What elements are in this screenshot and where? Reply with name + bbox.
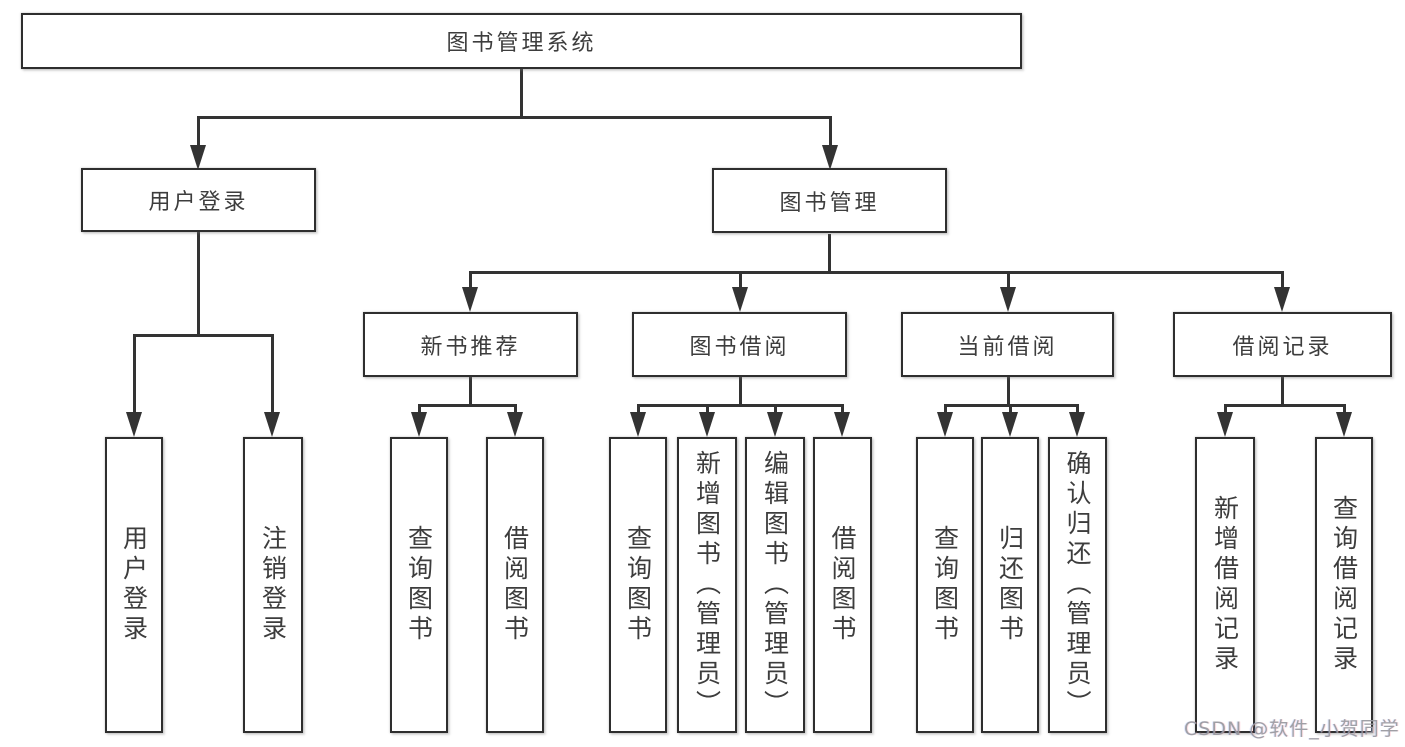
node-library-management-system: 图书管理系统	[21, 13, 1022, 69]
leaf-label: 归还图书	[995, 525, 1025, 645]
leaf-borrow-books: 借阅图书	[813, 437, 872, 733]
leaf-label: 查询借阅记录	[1329, 495, 1359, 675]
connector-line	[1280, 377, 1284, 406]
leaf-query-borrow-record: 查询借阅记录	[1315, 437, 1373, 733]
connector-line	[132, 333, 274, 337]
connector-line	[773, 404, 777, 417]
connector-line	[840, 404, 844, 417]
connector-line	[468, 270, 1284, 274]
node-book-borrow: 图书借阅	[632, 312, 847, 377]
leaf-label: 新增图书（管理员）	[692, 450, 722, 720]
leaf-label: 查询图书	[404, 525, 434, 645]
arrow-down-icon	[767, 412, 783, 437]
connector-line	[1280, 270, 1284, 291]
connector-line	[1342, 404, 1346, 417]
arrow-down-icon	[834, 412, 850, 437]
leaf-add-books-admin: 新增图书（管理员）	[677, 437, 737, 733]
node-user-login: 用户登录	[81, 168, 316, 232]
connector-line	[196, 115, 832, 119]
connector-line	[519, 69, 523, 117]
leaf-logout: 注销登录	[243, 437, 303, 733]
connector-line	[1075, 404, 1079, 417]
arrow-down-icon	[1217, 412, 1233, 437]
node-label: 图书借阅	[689, 334, 790, 360]
watermark: CSDN @软件_小贺同学	[1184, 718, 1400, 740]
arrow-down-icon	[462, 287, 478, 312]
connector-line	[827, 234, 831, 272]
arrow-down-icon	[126, 412, 142, 437]
node-label: 当前借阅	[957, 334, 1058, 360]
arrow-down-icon	[190, 145, 206, 170]
node-borrow-records: 借阅记录	[1173, 312, 1392, 377]
node-label: 图书管理	[779, 190, 880, 216]
connector-line	[1223, 404, 1346, 407]
connector-line	[1223, 404, 1227, 417]
node-label: 用户登录	[148, 190, 249, 215]
leaf-add-borrow-record: 新增借阅记录	[1195, 437, 1255, 733]
connector-line	[636, 404, 844, 407]
leaf-query-books-current: 查询图书	[916, 437, 974, 733]
arrow-down-icon	[630, 412, 646, 437]
arrow-down-icon	[1000, 287, 1016, 312]
connector-line	[468, 377, 472, 406]
arrow-down-icon	[1002, 412, 1018, 437]
connector-line	[705, 404, 709, 417]
connector-line	[1006, 377, 1010, 406]
connector-line	[417, 404, 517, 407]
connector-line	[132, 333, 136, 416]
arrow-down-icon	[937, 412, 953, 437]
node-current-borrow: 当前借阅	[901, 312, 1114, 377]
leaf-borrow-books-recommend: 借阅图书	[486, 437, 544, 733]
leaf-user-login: 用户登录	[105, 437, 163, 733]
node-new-book-recommend: 新书推荐	[363, 312, 578, 377]
connector-line	[738, 377, 742, 406]
connector-line	[828, 115, 832, 149]
arrow-down-icon	[1274, 287, 1290, 312]
node-label: 新书推荐	[420, 334, 521, 360]
arrow-down-icon	[1336, 412, 1352, 437]
leaf-edit-books-admin: 编辑图书（管理员）	[745, 437, 805, 733]
connector-line	[513, 404, 517, 417]
connector-line	[636, 404, 640, 417]
arrow-down-icon	[732, 287, 748, 312]
connector-line	[468, 270, 472, 291]
connector-line	[270, 333, 274, 416]
arrow-down-icon	[822, 145, 838, 170]
arrow-down-icon	[411, 412, 427, 437]
node-label: 图书管理系统	[446, 31, 597, 56]
connector-line	[943, 404, 947, 417]
arrow-down-icon	[507, 412, 523, 437]
leaf-label: 借阅图书	[500, 525, 530, 645]
leaf-query-books-recommend: 查询图书	[390, 437, 448, 733]
arrow-down-icon	[264, 412, 280, 437]
leaf-label: 注销登录	[258, 525, 288, 645]
arrow-down-icon	[1069, 412, 1085, 437]
connector-line	[1006, 270, 1010, 291]
connector-line	[196, 115, 200, 149]
leaf-confirm-return-admin: 确认归还（管理员）	[1048, 437, 1107, 733]
leaf-label: 编辑图书（管理员）	[760, 450, 790, 720]
leaf-return-books: 归还图书	[981, 437, 1039, 733]
leaf-label: 确认归还（管理员）	[1063, 450, 1092, 720]
leaf-query-books-borrow: 查询图书	[609, 437, 667, 733]
connector-line	[196, 232, 200, 335]
leaf-label: 用户登录	[119, 525, 149, 645]
leaf-label: 新增借阅记录	[1210, 495, 1240, 675]
connector-line	[417, 404, 421, 417]
node-book-management: 图书管理	[712, 168, 947, 233]
connector-line	[738, 270, 742, 291]
leaf-label: 借阅图书	[828, 525, 857, 645]
leaf-label: 查询图书	[623, 525, 653, 645]
arrow-down-icon	[699, 412, 715, 437]
connector-line	[1008, 404, 1012, 417]
node-label: 借阅记录	[1232, 334, 1333, 360]
leaf-label: 查询图书	[930, 525, 960, 645]
